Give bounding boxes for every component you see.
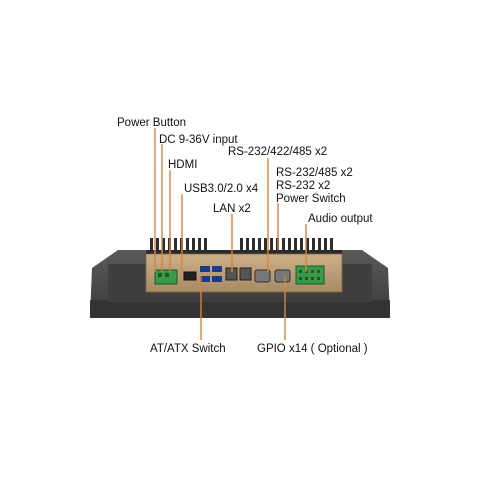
serial-ports xyxy=(254,269,291,283)
label-rs232: RS-232 x2 xyxy=(276,180,330,192)
callout-labels: Power Button DC 9-36V input HDMI USB3.0/… xyxy=(117,117,373,355)
label-usb: USB3.0/2.0 x4 xyxy=(184,183,259,195)
leader-lines xyxy=(154,128,307,340)
label-power-button: Power Button xyxy=(117,117,186,129)
label-dc-input: DC 9-36V input xyxy=(159,134,238,146)
label-lan: LAN x2 xyxy=(213,203,251,215)
heatsink-fins xyxy=(150,238,333,252)
label-audio-output: Audio output xyxy=(308,213,373,225)
label-rs232-485: RS-232/485 x2 xyxy=(276,167,353,179)
label-at-atx-switch: AT/ATX Switch xyxy=(150,343,226,355)
label-hdmi: HDMI xyxy=(168,159,197,171)
label-gpio: GPIO x14 ( Optional ) xyxy=(257,343,368,355)
power-terminal xyxy=(154,269,178,285)
label-power-switch: Power Switch xyxy=(276,193,346,205)
usb-ports xyxy=(200,266,222,282)
audio-gpio-terminal xyxy=(295,265,325,285)
label-rs232-422-485: RS-232/422/485 x2 xyxy=(228,146,327,158)
hdmi-port xyxy=(183,271,197,281)
